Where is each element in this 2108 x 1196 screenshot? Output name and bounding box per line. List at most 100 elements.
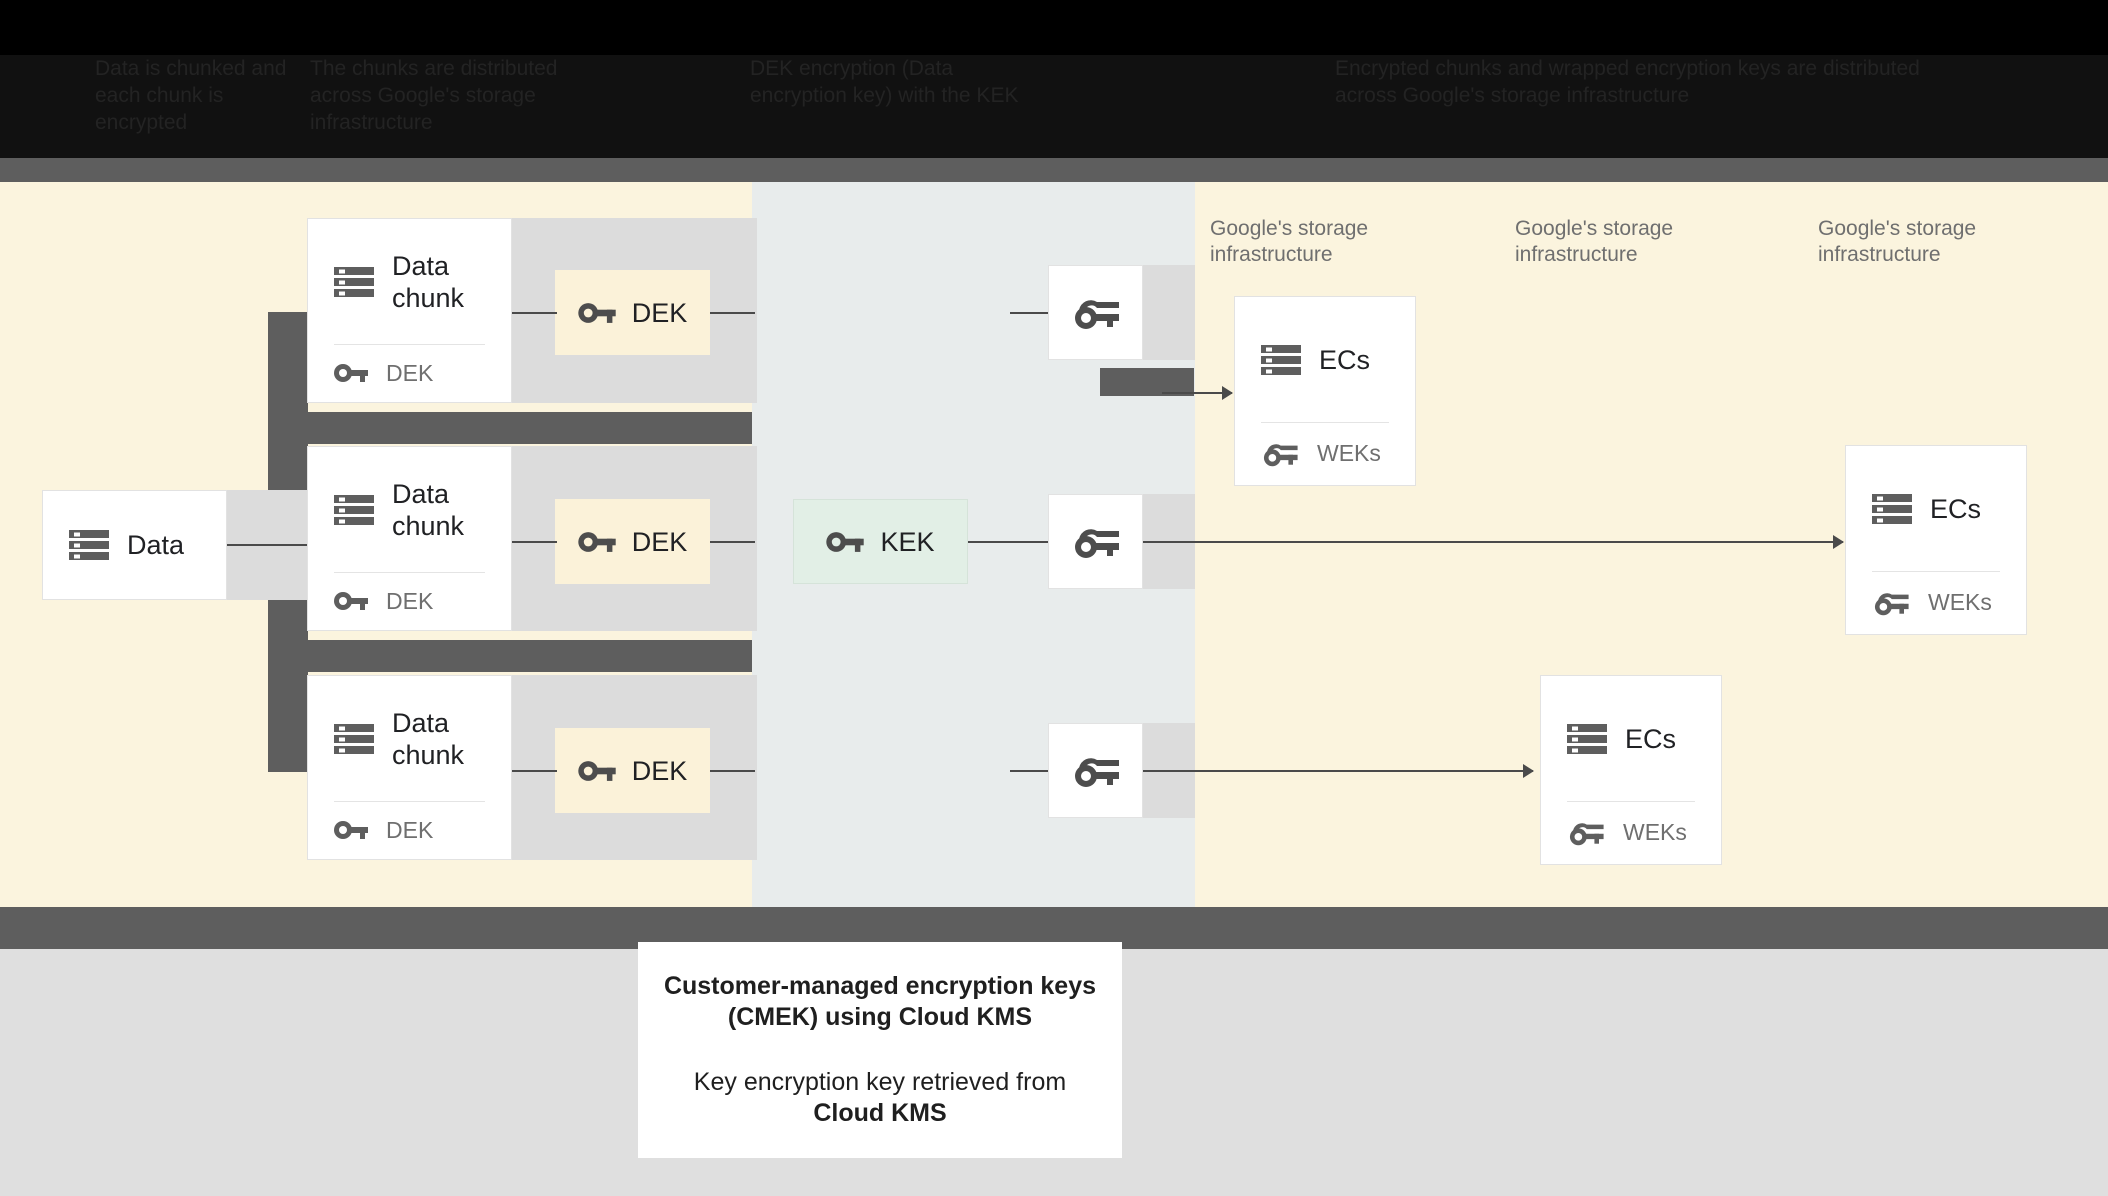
storage-icon bbox=[1567, 723, 1607, 755]
connector-dek2-out bbox=[710, 541, 755, 543]
header-column-1: Data is chunked and each chunk is encryp… bbox=[95, 57, 287, 134]
header-black-band bbox=[0, 0, 2108, 55]
storage-icon bbox=[1872, 493, 1912, 525]
caption-note-line2: Cloud KMS bbox=[813, 1099, 947, 1127]
arrowhead-ec1 bbox=[1222, 386, 1233, 400]
card-data: Data bbox=[42, 490, 227, 600]
connector-kek-to-wrapped bbox=[968, 541, 1048, 543]
card-chunk-1-divider bbox=[334, 344, 485, 345]
wrapped-key-icon bbox=[1261, 441, 1299, 467]
storage-icon bbox=[334, 494, 374, 526]
card-data-label: Data bbox=[127, 530, 185, 560]
key-icon bbox=[578, 531, 616, 553]
card-chunk-1-title: Data chunk bbox=[392, 250, 465, 313]
card-ec-2-key-label: WEKs bbox=[1928, 589, 1992, 615]
chip-dek-2: DEK bbox=[555, 499, 710, 584]
keysquare-wrapped-2 bbox=[1048, 494, 1143, 589]
connector-chunk2-dek bbox=[512, 541, 557, 543]
wrapped-key-icon bbox=[1073, 296, 1119, 330]
key-icon bbox=[334, 820, 368, 840]
card-ec-3-key-label: WEKs bbox=[1623, 819, 1687, 845]
card-ec-1: ECs WEKs bbox=[1234, 296, 1416, 486]
chip-dek-1-label: DEK bbox=[631, 297, 688, 328]
header-column-3: DEK encryption (Data encryption key) wit… bbox=[750, 57, 1019, 107]
key-icon bbox=[334, 363, 368, 383]
caption-card: Customer-managed encryption keys (CMEK) … bbox=[638, 942, 1122, 1158]
connector-wrapped3-to-ec3 bbox=[1143, 770, 1533, 772]
card-ec-2-key-row: WEKs bbox=[1846, 571, 2026, 634]
connector-wrapped3-in bbox=[1010, 770, 1048, 772]
arrowhead-ec3 bbox=[1523, 764, 1534, 778]
card-chunk-3-key-label: DEK bbox=[386, 816, 434, 843]
wrapped-key-icon bbox=[1073, 525, 1119, 559]
connector-wrapped1-in bbox=[1010, 312, 1048, 314]
caption-title-line2: (CMEK) using Cloud KMS bbox=[727, 1003, 1033, 1031]
chip-kek: KEK bbox=[793, 499, 968, 584]
wrapped-key-icon bbox=[1872, 590, 1910, 616]
key-icon bbox=[826, 531, 865, 553]
card-chunk-2-title: Data chunk bbox=[392, 478, 465, 541]
chip-kek-label: KEK bbox=[880, 526, 935, 557]
splitter-branch-top bbox=[268, 412, 752, 444]
card-chunk-2-divider bbox=[334, 572, 485, 573]
key-icon bbox=[578, 302, 616, 324]
wrapped-key-icon bbox=[1567, 820, 1605, 846]
caption-note-line1: Key encryption key retrieved from bbox=[693, 1068, 1067, 1096]
card-ec-3-divider bbox=[1567, 801, 1695, 802]
card-ec-2: ECs WEKs bbox=[1845, 445, 2027, 635]
card-ec-3-title-row: ECs bbox=[1541, 676, 1721, 801]
card-data-row: Data bbox=[43, 491, 226, 599]
connector-chunk1-dek bbox=[512, 312, 557, 314]
card-chunk-1-key-label: DEK bbox=[386, 359, 434, 386]
card-chunk-3-key-row: DEK bbox=[308, 801, 511, 859]
header-column-2: The chunks are distributed across Google… bbox=[310, 57, 558, 134]
card-ec-3-key-row: WEKs bbox=[1541, 801, 1721, 864]
storage-label-1: Google's storage infrastructure bbox=[1210, 217, 1369, 266]
caption-title-line1: Customer-managed encryption keys bbox=[663, 972, 1097, 1000]
wrapped-key-icon bbox=[1073, 754, 1119, 788]
card-chunk-2-key-label: DEK bbox=[386, 587, 434, 614]
connector-wrapped2-to-ec2 bbox=[1143, 541, 1843, 543]
card-chunk-1-title-row: Data chunk bbox=[308, 219, 511, 344]
card-chunk-3-divider bbox=[334, 801, 485, 802]
storage-icon bbox=[334, 266, 374, 298]
connector-wrapped1-to-ec1 bbox=[1162, 392, 1232, 394]
card-ec-1-key-label: WEKs bbox=[1317, 440, 1381, 466]
card-chunk-3-title-row: Data chunk bbox=[308, 676, 511, 801]
splitter-branch-bottom bbox=[268, 640, 752, 672]
key-icon bbox=[334, 591, 368, 611]
header-column-4: Encrypted chunks and wrapped encryption … bbox=[1335, 57, 1920, 107]
card-chunk-1: Data chunk DEK bbox=[307, 218, 512, 403]
keysquare-wrapped-1 bbox=[1048, 265, 1143, 360]
keysquare-wrapped-3 bbox=[1048, 723, 1143, 818]
arrowhead-ec2 bbox=[1833, 535, 1844, 549]
card-chunk-2-title-row: Data chunk bbox=[308, 447, 511, 572]
card-ec-2-title-row: ECs bbox=[1846, 446, 2026, 571]
key-icon bbox=[578, 760, 616, 782]
card-ec-2-divider bbox=[1872, 571, 2000, 572]
card-chunk-3-title: Data chunk bbox=[392, 707, 465, 770]
connector-dek3-out bbox=[710, 770, 755, 772]
card-chunk-2-key-row: DEK bbox=[308, 572, 511, 630]
card-chunk-2: Data chunk DEK bbox=[307, 446, 512, 631]
chip-dek-3: DEK bbox=[555, 728, 710, 813]
header-columns: Data is chunked and each chunk is encryp… bbox=[0, 55, 2108, 160]
card-chunk-1-key-row: DEK bbox=[308, 344, 511, 402]
storage-icon bbox=[1261, 344, 1301, 376]
connector-dek1-out bbox=[710, 312, 755, 314]
card-ec-3: ECs WEKs bbox=[1540, 675, 1722, 865]
card-chunk-3: Data chunk DEK bbox=[307, 675, 512, 860]
chip-dek-2-label: DEK bbox=[631, 526, 688, 557]
chip-dek-1: DEK bbox=[555, 270, 710, 355]
storage-label-3: Google's storage infrastructure bbox=[1818, 217, 1977, 266]
storage-icon bbox=[69, 529, 109, 561]
card-ec-1-title-row: ECs bbox=[1235, 297, 1415, 422]
card-ec-2-title: ECs bbox=[1930, 493, 1982, 524]
connector-data-to-splitter bbox=[227, 544, 317, 546]
connector-chunk3-dek bbox=[512, 770, 557, 772]
card-ec-3-title: ECs bbox=[1625, 723, 1677, 754]
header-separator-bar bbox=[0, 158, 2108, 182]
connector-block-wrapped1 bbox=[1100, 368, 1194, 396]
storage-label-2: Google's storage infrastructure bbox=[1515, 217, 1674, 266]
